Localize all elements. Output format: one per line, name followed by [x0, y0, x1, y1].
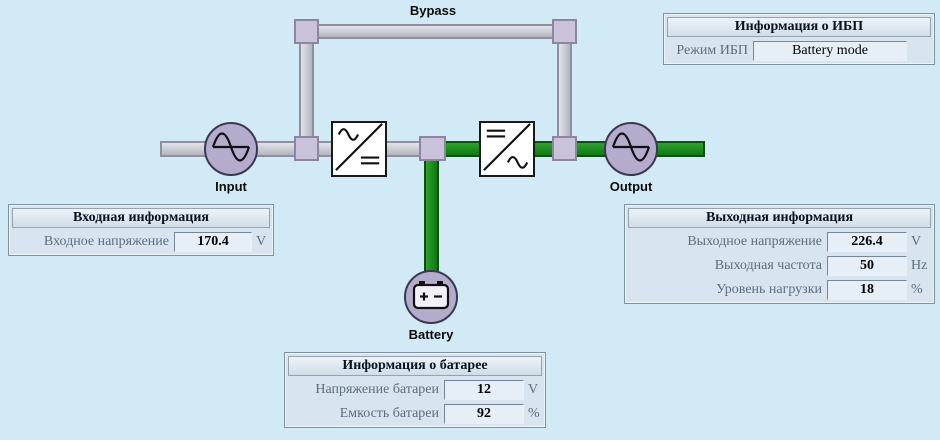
panel-battery-info: Информация о батарее Напряжение батареи … [284, 352, 546, 428]
inverter-box [479, 121, 535, 177]
battery-icon [411, 277, 451, 318]
rectifier-box [331, 121, 387, 177]
pipe-joint-bottom-right [552, 136, 577, 161]
field-value: Battery mode [753, 40, 907, 61]
input-node [204, 122, 258, 176]
bypass-label: Bypass [409, 3, 457, 18]
output-label: Output [609, 179, 653, 194]
ac-to-dc-icon [334, 122, 384, 177]
panel-ups-title: Информация о ИБП [667, 17, 931, 37]
battery-node [404, 270, 458, 324]
field-label: Выходное напряжение [687, 233, 822, 249]
field-input-voltage: Входное напряжение 170.4 V [12, 231, 270, 252]
pipe-joint-battery-tee [419, 136, 446, 161]
panel-input-title: Входная информация [12, 208, 270, 228]
pipe-joint-top-left [294, 19, 319, 44]
field-label: Напряжение батареи [315, 381, 439, 397]
panel-input-info: Входная информация Входное напряжение 17… [8, 204, 274, 256]
field-value: 50 [827, 255, 907, 276]
field-label: Выходная частота [714, 257, 822, 273]
output-node [604, 122, 658, 176]
dc-to-ac-icon [482, 122, 532, 177]
panel-ups-info: Информация о ИБП Режим ИБП Battery mode [663, 13, 935, 65]
field-value: 170.4 [174, 231, 252, 252]
field-output-voltage: Выходное напряжение 226.4 V [628, 231, 931, 252]
field-label: Уровень нагрузки [716, 281, 822, 297]
field-value: 226.4 [827, 231, 907, 252]
field-unit: % [528, 405, 540, 421]
field-unit: V [256, 233, 267, 249]
battery-pipe-active [424, 152, 439, 274]
field-value: 92 [444, 403, 524, 424]
field-load-level: Уровень нагрузки 18 % [628, 279, 931, 300]
field-battery-voltage: Напряжение батареи 12 V [288, 379, 542, 400]
field-ups-mode: Режим ИБП Battery mode [667, 40, 931, 61]
field-output-frequency: Выходная частота 50 Hz [628, 255, 931, 276]
ac-sine-icon [609, 125, 653, 174]
field-label: Режим ИБП [676, 42, 748, 58]
bypass-top-pipe [299, 24, 571, 39]
pipe-joint-top-right [552, 19, 577, 44]
panel-battery-title: Информация о батарее [288, 356, 542, 376]
field-label: Емкость батареи [339, 405, 439, 421]
field-value: 18 [827, 279, 907, 300]
field-unit: % [911, 281, 923, 297]
field-unit: V [528, 381, 539, 397]
field-battery-capacity: Емкость батареи 92 % [288, 403, 542, 424]
panel-output-info: Выходная информация Выходное напряжение … [624, 204, 935, 304]
panel-output-title: Выходная информация [628, 208, 931, 228]
battery-label: Battery [408, 327, 454, 342]
field-unit: Hz [911, 257, 928, 273]
input-label: Input [215, 179, 247, 194]
ac-sine-icon [209, 125, 253, 174]
field-label: Входное напряжение [43, 233, 169, 249]
field-unit: V [911, 233, 922, 249]
pipe-joint-bottom-left [294, 136, 319, 161]
field-value: 12 [444, 379, 524, 400]
